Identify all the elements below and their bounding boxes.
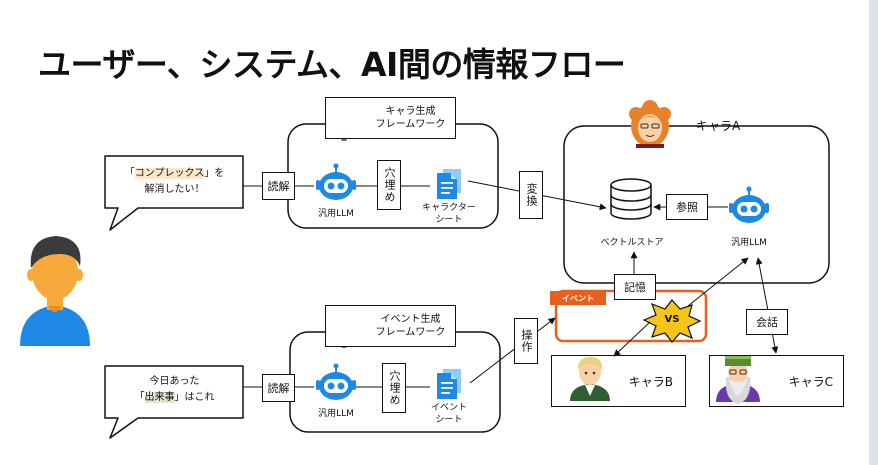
vs-starburst [642, 299, 702, 343]
right-edge-strip [869, 0, 878, 465]
sheet-line2: シート [435, 215, 463, 225]
framework-line2: フレームワーク [375, 119, 446, 130]
arrow [755, 257, 779, 354]
top-bubble-text: 「コンプレックス」を 解消したい！ [106, 166, 243, 198]
framework-line1: キャラ生成 [385, 106, 436, 117]
arrow [687, 257, 749, 307]
highlight-word: 出来事 [144, 392, 175, 403]
read-box-bottom: 読解 [262, 374, 295, 402]
sheet-line1: イベント [430, 403, 467, 413]
robot-icon [728, 185, 770, 224]
talk-box: 会話 [746, 309, 788, 335]
framework-line1: イベント生成 [380, 314, 441, 325]
sheet-line1: キャラクター [422, 203, 476, 213]
bottom-bubble-text: 今日あった 「出来事」はこれ [106, 374, 243, 406]
llm-label: 汎用LLM [318, 409, 354, 419]
operate-box: 操作 [514, 318, 538, 364]
sheet-label: イベント シート [414, 402, 484, 426]
chara-a-panel [563, 125, 830, 284]
page-title: ユーザー、システム、AI間の情報フロー [38, 45, 626, 84]
convert-box: 変換 [519, 171, 543, 219]
bubble-text: 「 [124, 168, 135, 179]
vs-label: VS [664, 314, 680, 325]
refer-box: 参照 [666, 194, 708, 220]
sheet-line2: シート [435, 415, 463, 425]
user-avatar-icon [20, 236, 90, 346]
chara-c-avatar-icon [716, 356, 760, 404]
memory-box: 記憶 [614, 274, 656, 300]
document-icon [437, 169, 461, 199]
chara-b-avatar-icon [570, 356, 610, 401]
bubble-text: 今日あった [149, 376, 200, 387]
event-framework-label: イベント生成 フレームワーク [325, 305, 456, 347]
chara-a-avatar-icon [629, 100, 671, 148]
chara-b-box: キャラB [551, 355, 686, 407]
chara-framework-label: キャラ生成 フレームワーク [325, 97, 456, 139]
robot-icon [315, 162, 357, 201]
document-icon [437, 369, 461, 399]
bubble-text: 「 [134, 392, 145, 403]
vector-store-label: ベクトルストア [600, 238, 664, 248]
llm-label: 汎用LLM [318, 209, 354, 219]
event-tag: イベント [550, 291, 606, 305]
framework-line2: フレームワーク [375, 327, 446, 338]
bubble-text: 」を [204, 168, 225, 179]
bubble-text: 」はこれ [174, 392, 215, 403]
read-box-top: 読解 [262, 172, 295, 200]
robot-icon [315, 362, 357, 401]
fill-box-top: 穴埋め [377, 160, 401, 210]
chara-c-box: キャラC [709, 355, 844, 407]
arrow [613, 321, 651, 357]
database-icon [610, 178, 652, 220]
arrow [469, 317, 556, 384]
bubble-text: 解消したい！ [144, 184, 205, 195]
fill-box-bottom: 穴埋め [382, 363, 406, 413]
llm-label: 汎用LLM [731, 238, 767, 248]
sheet-label: キャラクター シート [414, 202, 484, 226]
chara-a-name: キャラA [696, 119, 741, 133]
highlight-word: コンプレックス [134, 168, 205, 179]
